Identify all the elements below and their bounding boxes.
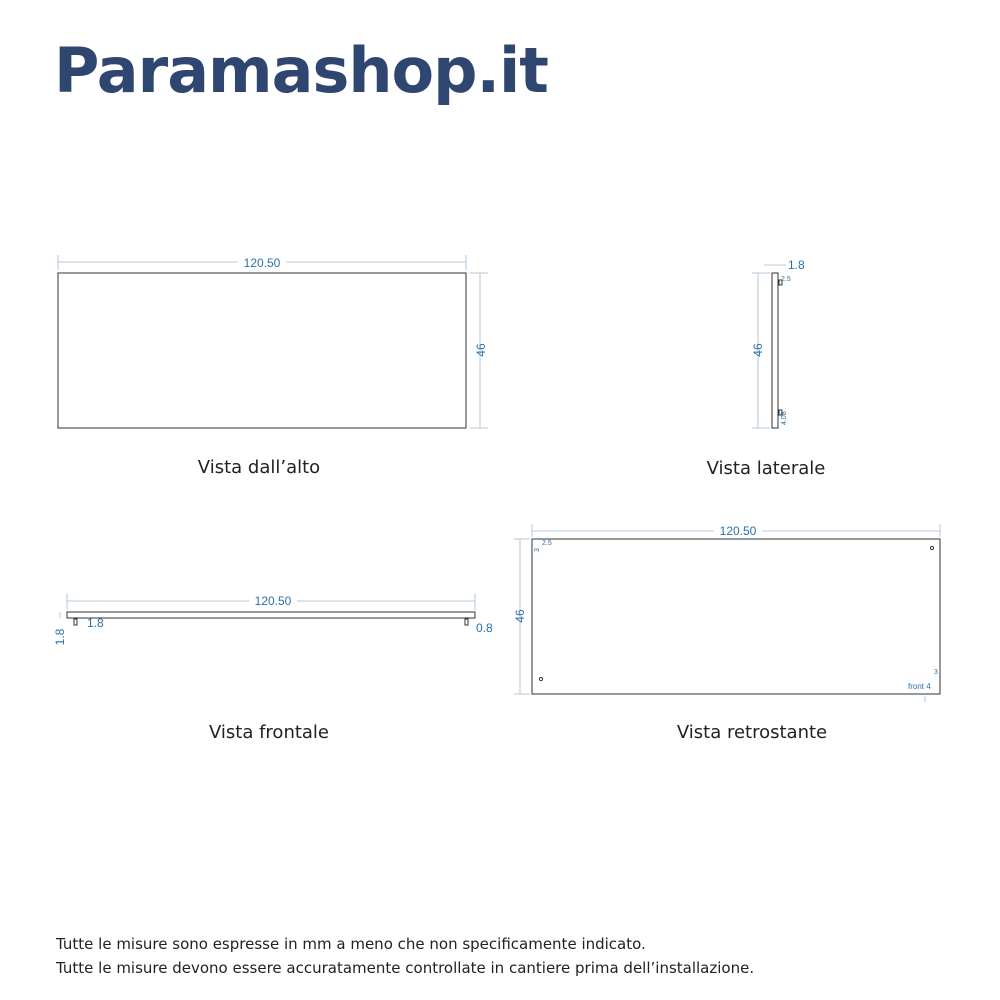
side-thickness-label: 1.8	[788, 258, 805, 272]
logo: Paramashop.it	[54, 34, 549, 107]
side-view-outline	[771, 272, 779, 429]
back-width-label: 120.50	[720, 524, 757, 538]
front-view-outline	[66, 611, 476, 619]
back-hole-y: 3	[534, 548, 541, 552]
top-depth-label: 46	[474, 343, 488, 357]
front-width-label: 120.50	[255, 594, 292, 608]
back-height-label: 46	[513, 609, 527, 623]
top-view: 120.50 46	[57, 255, 488, 429]
side-view: 1.8 2.5 4.08 46	[751, 258, 805, 429]
side-top-offset: 2.5	[781, 276, 791, 283]
front-view: 120.50 1.8 1.8 0.8	[53, 594, 493, 645]
back-front-label: front 4	[908, 682, 931, 691]
side-height-label: 46	[751, 343, 765, 357]
caption-top-view: Vista dall’alto	[197, 457, 321, 478]
back-view-outline	[531, 538, 941, 695]
caption-front-view: Vista frontale	[208, 722, 330, 743]
side-bottom-offset: 4.08	[781, 411, 788, 425]
note-check: Tutte le misure devono essere accuratame…	[56, 959, 755, 977]
note-units: Tutte le misure sono espresse in mm a me…	[56, 935, 646, 953]
caption-back-view: Vista retrostante	[676, 722, 828, 743]
top-width-label: 120.50	[244, 256, 281, 270]
front-right-label: 0.8	[476, 621, 493, 635]
front-inner-label: 1.8	[87, 616, 104, 630]
top-view-outline	[57, 272, 467, 429]
front-thickness-label: 1.8	[53, 628, 67, 645]
caption-side-view: Vista laterale	[706, 458, 826, 479]
back-view: 120.50 46 2.5 3 3 front 4	[513, 523, 941, 702]
back-corner-label: 3	[934, 669, 938, 676]
back-hole-x: 2.5	[542, 540, 552, 547]
